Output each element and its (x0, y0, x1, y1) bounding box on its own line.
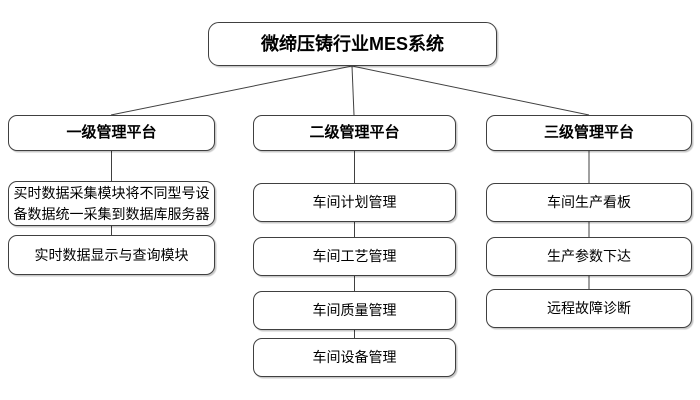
level3-child-remote-diagnosis-node: 远程故障诊断 (486, 289, 692, 328)
level3-child-kanban-label: 车间生产看板 (547, 194, 631, 211)
level2-child-quality-mgmt-label: 车间质量管理 (312, 302, 397, 319)
level2-child-process-mgmt-node: 车间工艺管理 (253, 237, 456, 276)
level2-child-quality-mgmt-node: 车间质量管理 (253, 291, 456, 330)
level3-child-kanban-node: 车间生产看板 (486, 183, 692, 222)
level1-child-data-collection-node: 买时数据采集模块将不同型号设备数据统一采集到数据库服务器 (8, 181, 215, 226)
platform-level1-node: 一级管理平台 (8, 115, 215, 151)
platform-level2-label: 二级管理平台 (309, 124, 400, 142)
level1-child-data-collection-label: 买时数据采集模块将不同型号设备数据统一采集到数据库服务器 (13, 185, 210, 222)
level2-child-equipment-mgmt-label: 车间设备管理 (312, 349, 397, 366)
platform-level3-label: 三级管理平台 (543, 124, 634, 142)
level3-child-remote-diagnosis-label: 远程故障诊断 (547, 300, 631, 317)
platform-level2-node: 二级管理平台 (253, 115, 456, 151)
level1-child-data-display-label: 实时数据显示与查询模块 (34, 246, 189, 263)
level2-child-equipment-mgmt-node: 车间设备管理 (253, 338, 456, 377)
level1-child-data-display-node: 实时数据显示与查询模块 (8, 235, 215, 275)
level2-child-process-mgmt-label: 车间工艺管理 (312, 248, 397, 265)
root-node: 微缔压铸行业MES系统 (208, 22, 497, 66)
platform-level3-node: 三级管理平台 (486, 115, 692, 151)
level2-child-plan-mgmt-label: 车间计划管理 (312, 194, 397, 211)
platform-level1-label: 一级管理平台 (66, 124, 157, 142)
level3-child-parameter-label: 生产参数下达 (547, 248, 631, 265)
level3-child-parameter-node: 生产参数下达 (486, 237, 692, 276)
level2-child-plan-mgmt-node: 车间计划管理 (253, 183, 456, 222)
root-node-label: 微缔压铸行业MES系统 (260, 33, 444, 54)
